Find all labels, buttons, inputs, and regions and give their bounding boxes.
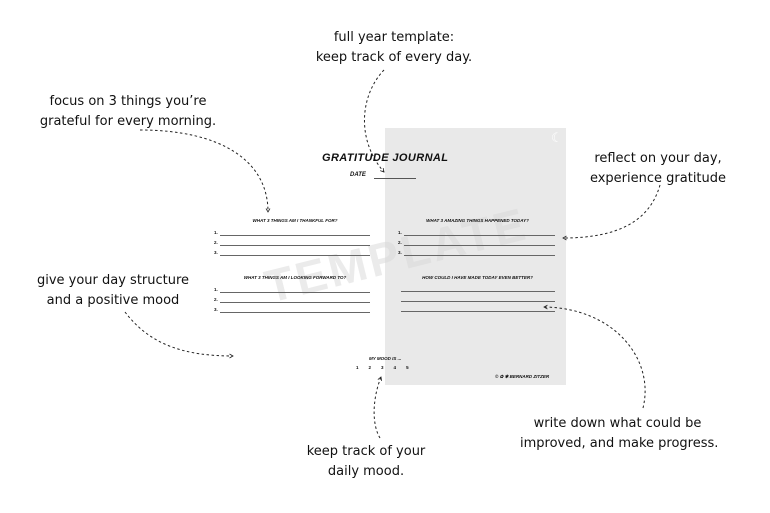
arrow-structure <box>124 311 234 359</box>
right-question-1: WHAT 3 AMAZING THINGS HAPPENED TODAY? <box>426 218 529 223</box>
annotation-improve: write down what could be improved, and m… <box>520 414 719 454</box>
annotation-structure: give your day structure and a positive m… <box>28 271 198 311</box>
line-number: 1. <box>398 230 402 235</box>
improvement-line <box>401 291 555 292</box>
arrow-full-year <box>364 69 385 173</box>
moon-icon: ☾ <box>551 131 563 146</box>
annotation-line: improved, and make progress. <box>520 436 719 451</box>
template-title: GRATITUDE JOURNAL <box>322 152 449 164</box>
annotation-focus: focus on 3 things you’re grateful for ev… <box>38 92 218 132</box>
improvement-line <box>401 301 555 302</box>
answer-line: 2. <box>214 297 370 304</box>
mood-value: 2 <box>368 365 372 370</box>
annotation-reflect: reflect on your day, experience gratitud… <box>583 149 733 189</box>
mood-value: 5 <box>406 365 409 370</box>
annotation-line: reflect on your day, <box>594 151 722 166</box>
answer-line: 2. <box>214 240 370 247</box>
arrow-mood <box>373 376 382 439</box>
right-question-2: HOW COULD I HAVE MADE TODAY EVEN BETTER? <box>422 275 533 280</box>
annotation-line: daily mood. <box>327 464 405 479</box>
answer-line: 3. <box>214 250 370 257</box>
date-line <box>374 178 416 179</box>
template-page-right <box>385 128 566 385</box>
answer-line: 1. <box>398 230 555 237</box>
mood-label: MY MOOD IS ... <box>369 356 402 361</box>
line-number: 2. <box>214 297 218 302</box>
mood-value: 1 <box>356 365 359 370</box>
mood-value: 3 <box>381 365 384 370</box>
credit-line: © ✿ ✱ BERNARD ZITZER <box>495 374 550 379</box>
line-number: 3. <box>398 250 402 255</box>
annotation-line: keep track of your <box>306 444 426 459</box>
mood-value: 4 <box>393 365 397 370</box>
annotation-line: keep track of every day. <box>315 50 473 65</box>
improvement-line <box>401 311 555 312</box>
annotation-line: write down what could be <box>533 416 702 431</box>
left-question-1: WHAT 3 THINGS AM I THANKFUL FOR? <box>252 218 338 223</box>
line-number: 1. <box>214 230 218 235</box>
date-label: DATE <box>350 172 366 178</box>
line-number: 3. <box>214 250 218 255</box>
annotation-line: and a positive mood <box>46 293 180 308</box>
annotation-mood: keep track of your daily mood. <box>296 442 436 482</box>
answer-line: 2. <box>398 240 555 247</box>
line-number: 1. <box>214 287 218 292</box>
annotation-line: give your day structure <box>36 273 190 288</box>
line-number: 3. <box>214 307 218 312</box>
line-number: 2. <box>398 240 402 245</box>
annotation-line: experience gratitude <box>589 171 727 186</box>
annotation-full-year: full year template: keep track of every … <box>304 28 484 68</box>
mood-scale: 1 2 3 4 5 <box>356 365 409 370</box>
arrow-focus <box>139 129 271 213</box>
template-page-left <box>200 130 385 385</box>
left-question-2: WHAT 3 THINGS AM I LOOKING FORWARD TO? <box>243 275 347 280</box>
answer-line: 3. <box>214 307 370 314</box>
answer-line: 1. <box>214 287 370 294</box>
arrow-reflect <box>562 184 661 241</box>
annotation-line: full year template: <box>333 30 455 45</box>
annotation-line: grateful for every morning. <box>39 114 217 129</box>
annotation-line: focus on 3 things you’re <box>49 94 207 109</box>
line-number: 2. <box>214 240 218 245</box>
arrow-improve <box>543 304 646 409</box>
answer-line: 3. <box>398 250 555 257</box>
answer-line: 1. <box>214 230 370 237</box>
